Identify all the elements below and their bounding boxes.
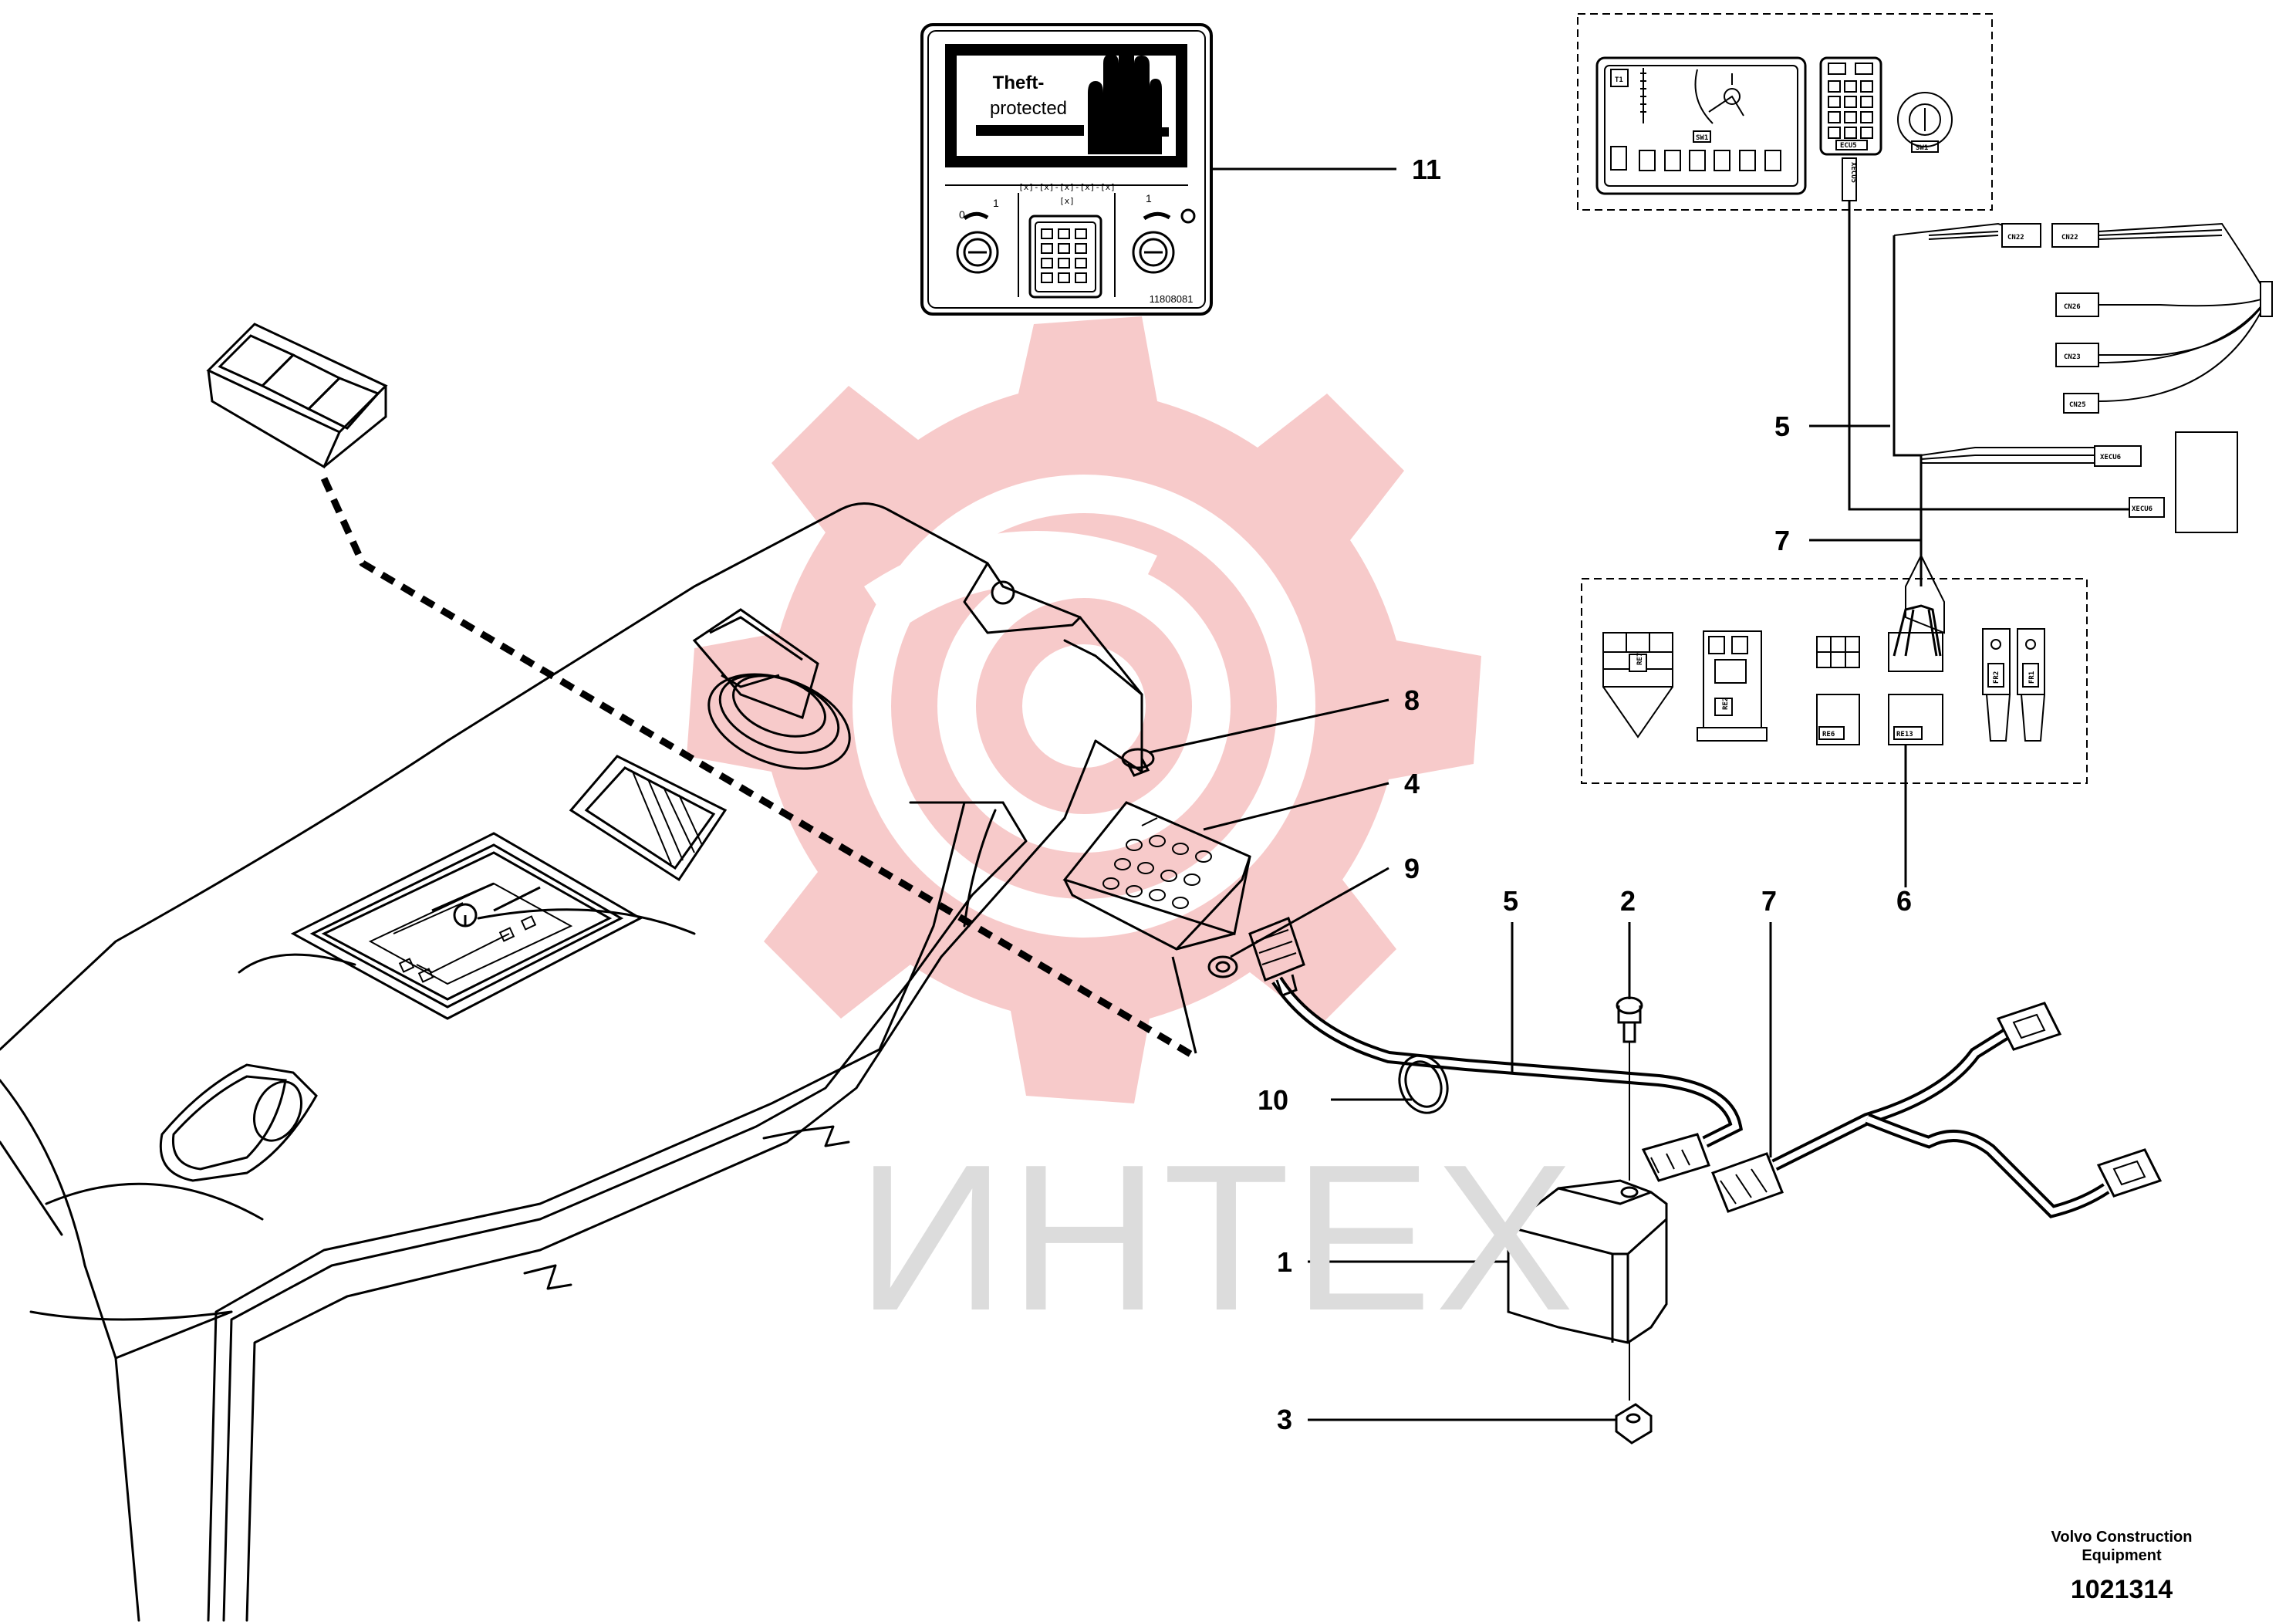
schematic-top-box [1577,13,1993,211]
decal-right-key-1: 1 [1146,192,1152,204]
callout-4: 4 [1404,768,1420,799]
schematic-relay-box [1581,578,2088,887]
schematic-panel-sw1: SW1 [1696,134,1708,142]
cable-clamp-item-10 [1398,1054,1449,1114]
callout-9: 9 [1404,853,1420,884]
relay-re7: RE7 [1636,653,1644,665]
schematic-connectors [2001,223,2273,533]
watermark-text: ИНТЕХ [856,1122,1578,1354]
schematic-xecu6a: XECU6 [2100,454,2121,461]
key-switch-cap [692,608,851,770]
decal-left-key-0: 0 [959,208,965,221]
keypad-unit [1062,801,1251,951]
document-number: 1021314 [2070,1575,2173,1604]
schematic-ecu-label: ECU5 [1840,142,1857,150]
harness-item-7 [1711,1002,2163,1218]
console-housing [0,502,1143,1622]
relay-re13: RE13 [1896,731,1913,738]
dashed-leader-line [320,477,1198,1060]
bolt-item-2 [1616,996,1643,1181]
callout-8: 8 [1404,684,1420,716]
schematic-xecu6b: XECU6 [2132,505,2152,513]
callout-3: 3 [1277,1404,1293,1435]
company-name: Volvo Construction Equipment [2051,1529,2193,1564]
rocker-switch-block [206,323,388,469]
callout-10: 10 [1258,1084,1289,1116]
callout-leaders [1149,424,1921,1421]
schematic-cn25: CN25 [2069,401,2086,409]
decal-left-key-1: 1 [993,197,999,209]
decal-left-key-icon [956,211,999,274]
decal-right-key-icon [1132,208,1196,274]
decal-code-sub: [x] [1059,196,1075,206]
decal-part-number: 11808081 [1150,293,1194,305]
schematic-cn22b: CN22 [2061,234,2078,242]
decal-keypad-icon [1028,215,1102,299]
console-slot [569,755,728,882]
connector-plug [1641,1133,1710,1182]
callout-11: 11 [1412,154,1442,185]
nut-item-9 [1207,955,1238,978]
schematic-sw-label: SW1 [1916,144,1928,152]
relay-re2: RE2 [1722,698,1730,710]
schematic-wiring [1848,201,2269,634]
decal-line1: Theft- [993,73,1045,93]
schematic-cn26: CN26 [2064,303,2081,311]
relay-fr2: FR2 [1993,671,2001,684]
watermark-swoosh [864,531,1157,633]
relay-fr1: FR1 [2028,671,2036,684]
instrument-panel [290,832,643,1020]
stop-hand-icon [1088,46,1162,154]
screw-item-8 [1121,748,1155,777]
schematic-panel-t1: T1 [1615,76,1623,84]
watermark-ring-center [1022,644,1146,768]
callout-2: 2 [1620,885,1636,917]
console-recess [159,1063,318,1182]
decal-code-row: [x]-[x]-[x]-[x]-[x] [1018,182,1116,192]
schematic-cn22a: CN22 [2007,234,2024,242]
callout-1: 1 [1277,1246,1293,1278]
callout-6: 6 [1896,885,1913,917]
theft-decal: Theft- protected [x]-[x]-[x]-[x]-[x] [x]… [920,23,1213,316]
control-unit-item-1 [1507,1179,1668,1401]
callout-5-bottom: 5 [1503,885,1519,917]
clip-nut-item-3 [1615,1403,1653,1445]
callout-7-top: 7 [1774,525,1791,556]
callout-7-bottom: 7 [1761,885,1778,917]
schematic-relay-labels [1629,654,2039,740]
relay-re6: RE6 [1822,731,1835,738]
schematic-ecu-vertical: XECU5 [1849,162,1857,183]
decal-line2: protected [990,98,1067,119]
schematic-cn23: CN23 [2064,353,2081,361]
callout-5-top: 5 [1774,411,1791,442]
